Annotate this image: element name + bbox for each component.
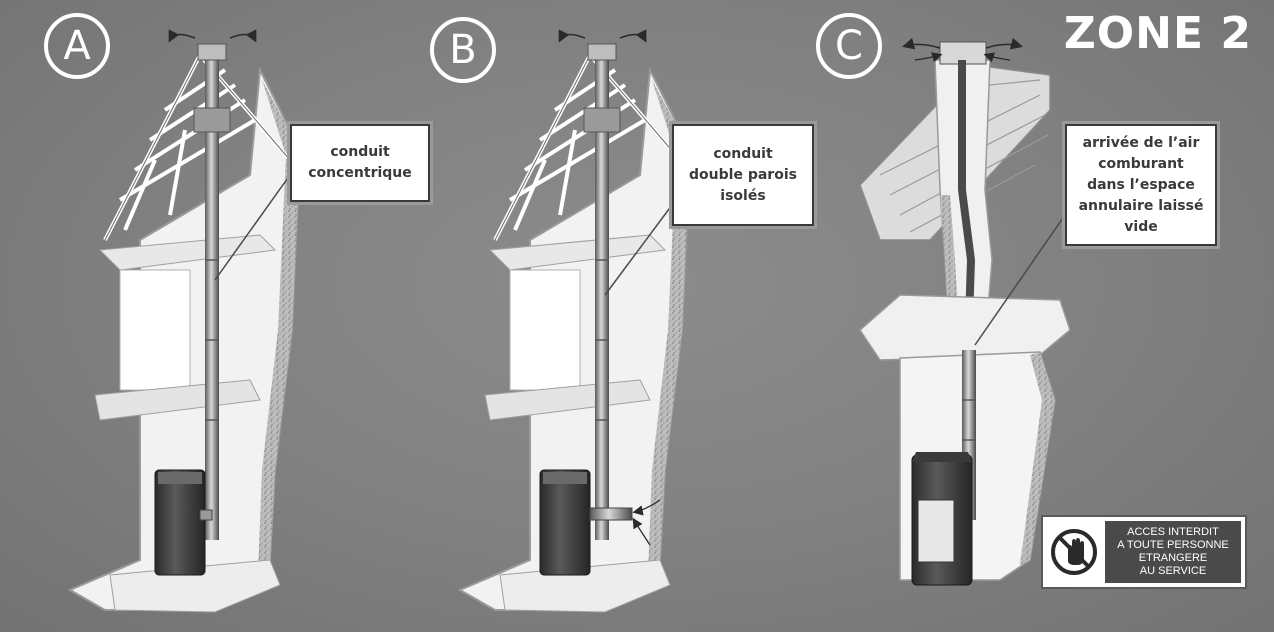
panel-a-callout-line: concentrique — [308, 165, 412, 181]
panel-a-leader — [214, 174, 291, 281]
zone-title: ZONE 2 — [1063, 8, 1252, 59]
panel-a-illustration — [67, 29, 302, 613]
panel-b-callout: conduit double parois isolés — [672, 124, 814, 226]
panel-c-badge: C — [816, 13, 882, 79]
panel-b-leader — [604, 204, 673, 296]
warning-sign-line: AU SERVICE — [1139, 565, 1207, 577]
panel-c-callout-line: comburant — [1098, 155, 1184, 172]
panel-a-wall-cut — [258, 80, 300, 575]
no-entry-hand-icon — [1043, 517, 1105, 587]
panel-c-illustration — [859, 37, 1071, 586]
panel-b-window — [509, 269, 581, 391]
panel-b-callout-line: double parois — [689, 166, 797, 183]
panel-a-window — [119, 269, 191, 391]
panel-b-callout-line: isolés — [720, 187, 766, 204]
panel-c-callout-line: arrivée de l’air — [1082, 134, 1200, 151]
panel-c-callout-line: annulaire laissé — [1078, 197, 1204, 214]
panel-a-ground-slab — [109, 559, 281, 613]
warning-sign-text: ACCES INTERDIT A TOUTE PERSONNE ETRANGER… — [1105, 521, 1241, 583]
panel-c-leader — [974, 214, 1066, 346]
warning-sign-line: ACCES INTERDIT — [1127, 526, 1219, 538]
panel-c-callout: arrivée de l’air comburant dans l’espace… — [1065, 124, 1217, 246]
panel-c-callout-line: dans l’espace — [1087, 176, 1195, 193]
panel-b-callout-line: conduit — [713, 145, 773, 162]
panel-b-illustration — [457, 29, 692, 613]
panel-b-air-duct — [589, 507, 633, 521]
warning-sign-line: A TOUTE PERSONNE — [1117, 539, 1229, 551]
panel-c-floor-slab — [859, 294, 1071, 361]
panel-a-callout-line: conduit — [330, 144, 390, 160]
panel-b-stove — [539, 469, 591, 576]
panel-c-callout-line: vide — [1124, 218, 1158, 235]
panel-a-badge: A — [44, 13, 110, 79]
panel-a-stove — [154, 469, 206, 576]
panel-a-callout: conduit concentrique — [290, 124, 430, 202]
panel-b-badge: B — [430, 17, 496, 83]
warning-sign: ACCES INTERDIT A TOUTE PERSONNE ETRANGER… — [1041, 515, 1247, 589]
panel-c-liner — [958, 60, 975, 350]
warning-sign-line: ETRANGERE — [1138, 552, 1208, 564]
